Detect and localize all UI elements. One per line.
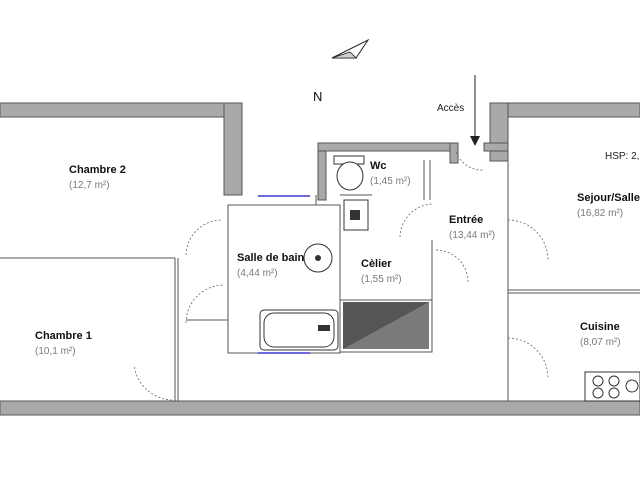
room-area: (13,44 m²): [449, 230, 495, 241]
room-area: (4,44 m²): [237, 268, 278, 279]
washbasin-icon: [343, 199, 369, 231]
access-arrow-icon: [470, 75, 480, 146]
windows: [258, 195, 310, 354]
room-area: (12,7 m²): [69, 180, 110, 191]
room-name: Wc: [370, 160, 387, 172]
bathtub-icon: [259, 309, 339, 351]
storage-hatch: [343, 302, 429, 349]
compass-arrow-icon: [331, 38, 370, 59]
room-wc: Wc (1,45 m²): [370, 160, 411, 187]
doors: [133, 151, 549, 401]
hsp-label: HSP: 2,: [605, 151, 639, 162]
walls: [0, 102, 640, 416]
room-name: Chambre 1: [35, 330, 92, 342]
room-name: Cèlier: [361, 258, 392, 270]
room-area: (10,1 m²): [35, 346, 76, 357]
room-name: Entrée: [449, 214, 483, 226]
stove-icon: [584, 371, 640, 402]
access-label: Accès: [437, 103, 464, 114]
north-label: N: [313, 89, 322, 104]
sink-icon: [303, 243, 333, 273]
room-salle-de-bain: Salle de bain (4,44 m²): [237, 252, 305, 279]
room-area: (1,45 m²): [370, 176, 411, 187]
room-name: Cuisine: [580, 321, 620, 333]
room-chambre-2: Chambre 2 (12,7 m²): [69, 164, 126, 191]
room-cuisine: Cuisine (8,07 m²): [580, 321, 621, 348]
room-name: Salle de bain: [237, 252, 305, 264]
room-celier: Cèlier (1,55 m²): [361, 258, 402, 285]
room-name: Chambre 2: [69, 164, 126, 176]
room-chambre-1: Chambre 1 (10,1 m²): [35, 330, 92, 357]
room-name: Sejour/Salle: [577, 192, 640, 204]
room-area: (1,55 m²): [361, 274, 402, 285]
toilet-icon: [333, 155, 365, 191]
room-entree: Entrée (13,44 m²): [449, 214, 495, 241]
room-area: (8,07 m²): [580, 337, 621, 348]
room-area: (16,82 m²): [577, 208, 623, 219]
room-sejour: Sejour/Salle (16,82 m²): [577, 192, 640, 219]
